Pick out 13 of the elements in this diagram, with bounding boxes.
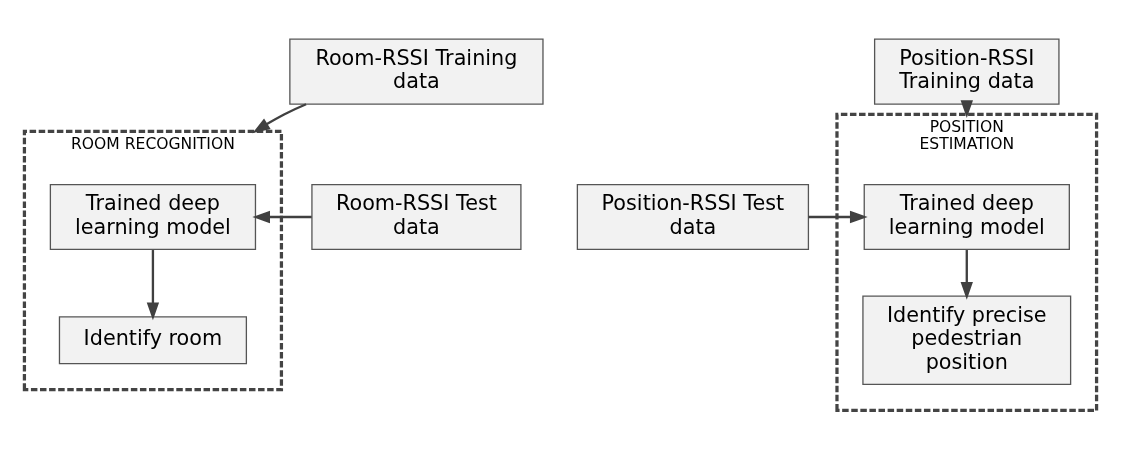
arrow [808, 210, 868, 223]
node-box: Position-RSSI Test data [576, 183, 810, 250]
arrow [960, 249, 973, 300]
node-box: Trained deep learning model [49, 183, 257, 250]
node-box: Room-RSSI Test data [311, 183, 522, 250]
arrow [960, 99, 973, 118]
node-box: Trained deep learning model [863, 183, 1070, 250]
arrow [252, 102, 307, 133]
node-box: Identify room [58, 315, 248, 364]
arrow [146, 249, 160, 320]
node-box: Identify precise pedestrian position [862, 295, 1072, 385]
arrow [252, 210, 312, 223]
node-box: Room-RSSI Training data [289, 38, 544, 105]
